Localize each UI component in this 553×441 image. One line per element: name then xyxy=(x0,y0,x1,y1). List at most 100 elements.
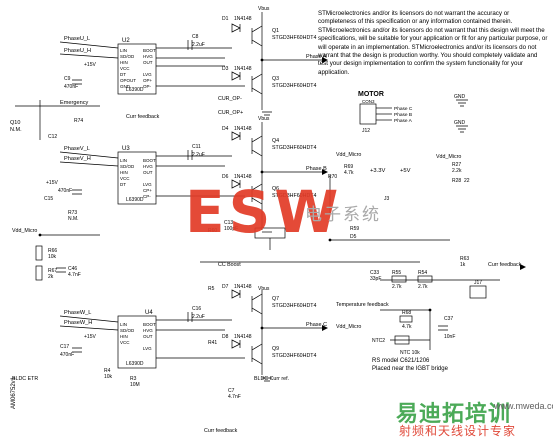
supply-3v3-label: +3.3V xyxy=(370,168,385,174)
ic-u4-body xyxy=(117,315,157,369)
cap-c8-val: 2.2uF xyxy=(192,42,205,48)
diode-d1-ref: D1 xyxy=(222,16,229,22)
u4-pin-boot: BOOT xyxy=(143,322,156,327)
u3-pin-lvg: LVG xyxy=(143,182,152,187)
u2-pin-hvg: HVG xyxy=(143,54,153,59)
diode-d8-part: 1N4148 xyxy=(234,334,252,340)
cur-op-plus-label: CUR_OP+ xyxy=(218,110,243,116)
res-r67-ref: R67 xyxy=(48,268,57,274)
vbus-label-c: Vbus xyxy=(258,286,270,292)
igbt-q6-ref: Q6 xyxy=(272,186,279,192)
diode-d3-part: 1N4148 xyxy=(234,66,252,72)
supply-15v-c: +15V xyxy=(84,334,96,340)
igbt-q3-ref: Q3 xyxy=(272,76,279,82)
vdd-micro-label-c: Vdd_Micro xyxy=(436,154,461,160)
cap-c13-val: 100pF xyxy=(224,226,238,232)
cc-boost-label: CC Boost xyxy=(218,262,241,268)
res-r68-ref: R68 xyxy=(402,310,411,316)
supply-15v-a: +15V xyxy=(84,62,96,68)
res-r69-val: 4.7k xyxy=(344,170,354,176)
res-r28-ref: R28 xyxy=(452,178,461,184)
u2-pin-hin: HIN xyxy=(120,60,128,65)
motor-con-name: J12 xyxy=(362,128,370,134)
diode-d7-part: 1N4148 xyxy=(234,284,252,290)
q10-val: N.M. xyxy=(10,127,22,133)
diode-d5-ref: D5 xyxy=(350,234,357,240)
u4-pin-lin: LIN xyxy=(120,322,127,327)
igbt-q4-ref: Q4 xyxy=(272,138,279,144)
watermark-chinese-text: 电子系统 xyxy=(305,205,381,225)
res-r54-ref: R54 xyxy=(418,270,427,276)
diode-d4-ref: D4 xyxy=(222,126,229,132)
res-r60-ref: R60 xyxy=(208,228,217,234)
cap-c33-ref: C33 xyxy=(370,270,379,276)
cap-c37-ref: C37 xyxy=(444,316,453,322)
u2-pin-opout: OPOUT xyxy=(120,78,136,83)
curr-feedback-label-a: Curr feedback xyxy=(126,114,160,120)
igbt-q1-part: STGD3HF60HDT4 xyxy=(272,35,316,41)
driver-u4-ref: U4 xyxy=(145,310,153,316)
u3-pin-out: OUT xyxy=(143,170,153,175)
phase-b-label: Phase B xyxy=(306,166,327,172)
gnd-label-b: GND xyxy=(454,120,466,126)
res-r55-val: 2.7k xyxy=(392,284,402,290)
u2-pin-opminus: OP- xyxy=(143,84,152,89)
res-r63-ref: R63 xyxy=(460,256,469,262)
jumper-j3-ref: J3 xyxy=(384,196,390,202)
cap-c11-ref: C11 xyxy=(192,144,201,150)
igbt-q1-ref: Q1 xyxy=(272,28,279,34)
supply-15v-b: +15V xyxy=(46,180,58,186)
diode-d8-ref: D8 xyxy=(222,334,229,340)
ntc2-val: NTC 10k xyxy=(400,350,420,356)
phase-c-label: Phase C xyxy=(306,322,327,328)
res-r70-ref: R70 xyxy=(328,174,337,180)
cap-c17-val: 470nF xyxy=(60,352,74,358)
q10-ref: Q10 xyxy=(10,120,20,126)
igbt-q3-part: STGD3HF60HDT4 xyxy=(272,83,316,89)
cap-c15-ref: C15 xyxy=(44,196,53,202)
curr-feedback-label-c: Curr feedback xyxy=(488,262,522,268)
u3-pin-cpminus: CP- xyxy=(143,194,151,199)
u2-pin-out: OUT xyxy=(143,60,153,65)
u4-pin-hvg: HVG xyxy=(143,328,153,333)
u2-pin-lvg: LVG xyxy=(143,72,152,77)
input-phaseu-l: PhaseU_L xyxy=(64,36,90,42)
u3-pin-dt: DT xyxy=(120,182,126,187)
placement-note: Placed near the IGBT bridge xyxy=(372,366,449,372)
igbt-q7-part: STGD3HF60HDT4 xyxy=(272,303,316,309)
driver-u4-part: L6390D xyxy=(126,361,144,367)
res-r5-ref: R5 xyxy=(208,286,215,292)
temp-feedback-label: Temperature feedback xyxy=(336,302,389,308)
res-r73-val: N.M. xyxy=(68,216,79,222)
u4-pin-out: OUT xyxy=(143,334,153,339)
input-phaseu-h: PhaseU_H xyxy=(64,48,91,54)
u2-pin-opplus: OP+ xyxy=(143,78,153,83)
diode-d4-part: 1N4148 xyxy=(234,126,252,132)
igbt-q6-part: STGD3HF60HDT4 xyxy=(272,193,316,199)
motor-connector-body xyxy=(359,103,377,125)
vdd-micro-label-a: Vdd_Micro xyxy=(12,228,37,234)
gnd-label-a: GND xyxy=(454,94,466,100)
u2-pin-sd: SD/OD xyxy=(120,54,135,59)
cap-c16-ref: C16 xyxy=(192,306,201,312)
driver-u2-part: L6390D xyxy=(126,87,144,93)
input-phasev-h: PhaseV_H xyxy=(64,156,91,162)
res-r4-ref: R4 xyxy=(104,368,111,374)
cap-c16-val: 2.2uF xyxy=(192,314,205,320)
res-r54-val: 2.7k xyxy=(418,284,428,290)
res-r55-ref: R55 xyxy=(392,270,401,276)
u4-pin-lvg: LVG xyxy=(143,346,152,351)
igbt-q4-part: STGD3HF60HDT4 xyxy=(272,145,316,151)
u4-pin-sd: SD/OD xyxy=(120,328,135,333)
res-r4-val: 10k xyxy=(104,374,113,380)
res-r73-ref: R73 xyxy=(68,210,77,216)
motor-phase-c: Phase C xyxy=(394,106,413,112)
vbus-label-a: Vbus xyxy=(258,6,270,12)
res-r63-val: 1k xyxy=(460,262,466,268)
cap-c33-val: 33pF xyxy=(370,276,381,282)
cap-c13-ref: C13 xyxy=(224,220,233,226)
phase-a-label: Phase A xyxy=(306,54,327,60)
res-r3-ref: R3 xyxy=(130,376,137,382)
bldc-etr-label: BLDC ETR xyxy=(12,376,38,382)
u4-pin-vcc: VCC xyxy=(120,340,130,345)
